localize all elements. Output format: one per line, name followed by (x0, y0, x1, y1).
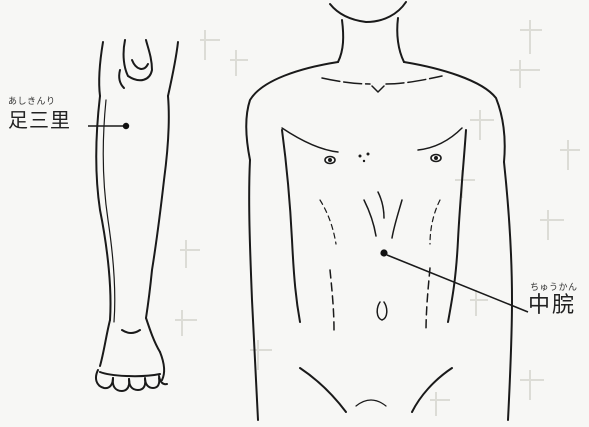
ashisanri-name: 足三里 (8, 110, 71, 130)
nipple-right (431, 155, 441, 162)
chukan-label: ちゅうかん 中脘 (528, 284, 578, 317)
paper-show-through (175, 20, 580, 416)
ashisanri-reading: あしきんり (8, 98, 71, 107)
torso-figure (246, 2, 512, 420)
leg-figure (96, 40, 178, 391)
chest-marks (359, 153, 370, 163)
nipple-left (325, 157, 335, 164)
ashisanri-label: あしきんり 足三里 (8, 98, 71, 130)
chukan-name: 中脘 (528, 295, 578, 317)
chukan-reading: ちゅうかん (530, 284, 578, 293)
ashisanri-marker (88, 123, 129, 129)
